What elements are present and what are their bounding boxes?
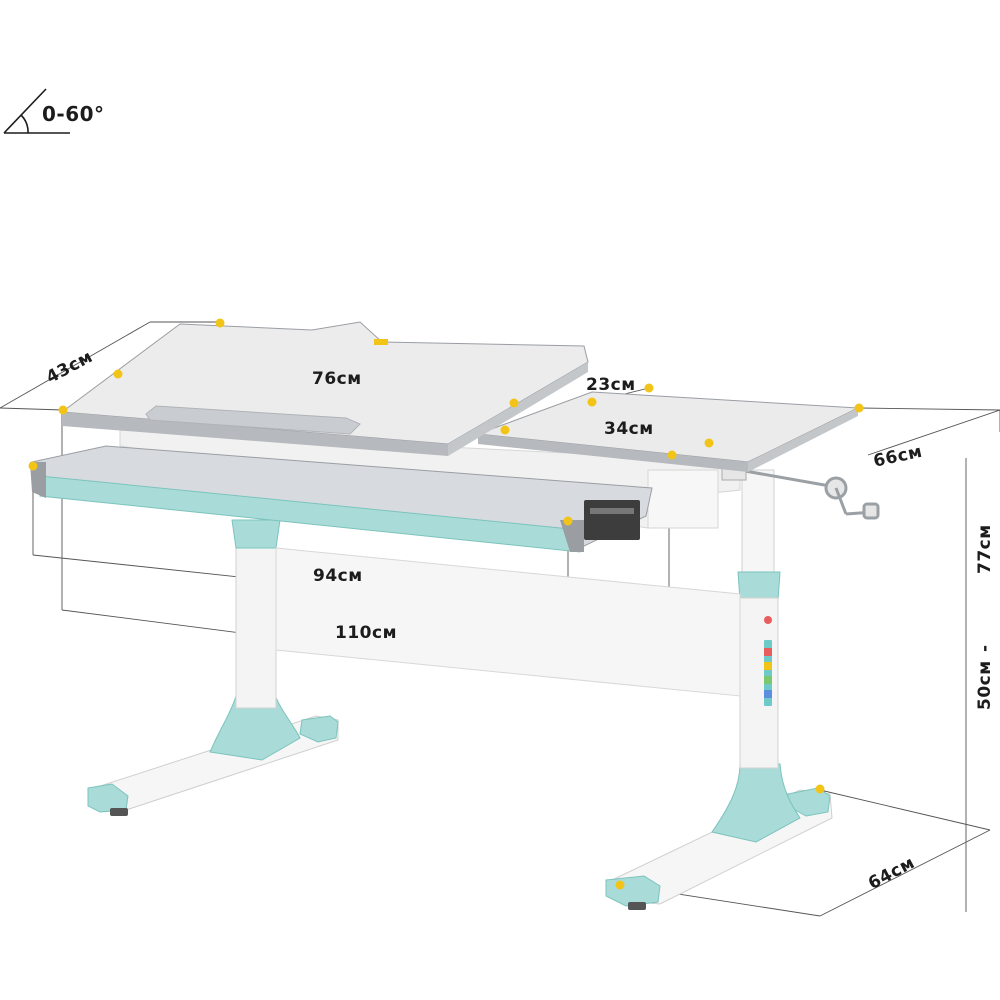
angle-icon: [3, 88, 70, 134]
marker: [509, 398, 519, 408]
marker: [113, 369, 123, 379]
left-leg: [231, 519, 281, 709]
marker: [704, 438, 714, 448]
marker: [28, 461, 38, 471]
overall-width-label: 110см: [335, 623, 397, 643]
marker: [500, 425, 510, 435]
marker: [854, 403, 864, 413]
marker: [563, 516, 573, 526]
flat-depth-label: 23см: [586, 375, 636, 395]
left-foot: [87, 679, 339, 816]
measurement-markers: [28, 318, 864, 890]
marker: [815, 784, 825, 794]
tilted-desktop: [60, 321, 589, 456]
height-separator: -: [975, 644, 995, 652]
marker: [667, 450, 677, 460]
crossbar: [275, 547, 741, 697]
marker: [58, 405, 68, 415]
flat-desktop: [477, 391, 860, 472]
marker: [615, 880, 625, 890]
flat-width-label: 34см: [604, 419, 654, 439]
height-max-label: 77см: [975, 524, 995, 574]
drawer: [30, 445, 653, 553]
tilt-angle-label: 0-60°: [42, 102, 105, 126]
marker: [587, 397, 597, 407]
drawer-width-label: 94см: [313, 566, 363, 586]
right-foot: [605, 763, 833, 910]
crank-handle-icon: [727, 466, 880, 520]
marker: [644, 383, 654, 393]
tilt-width-label: 76см: [312, 369, 362, 389]
height-min-label: 50см: [975, 660, 995, 710]
right-leg: [737, 469, 781, 769]
marker: [215, 318, 225, 328]
